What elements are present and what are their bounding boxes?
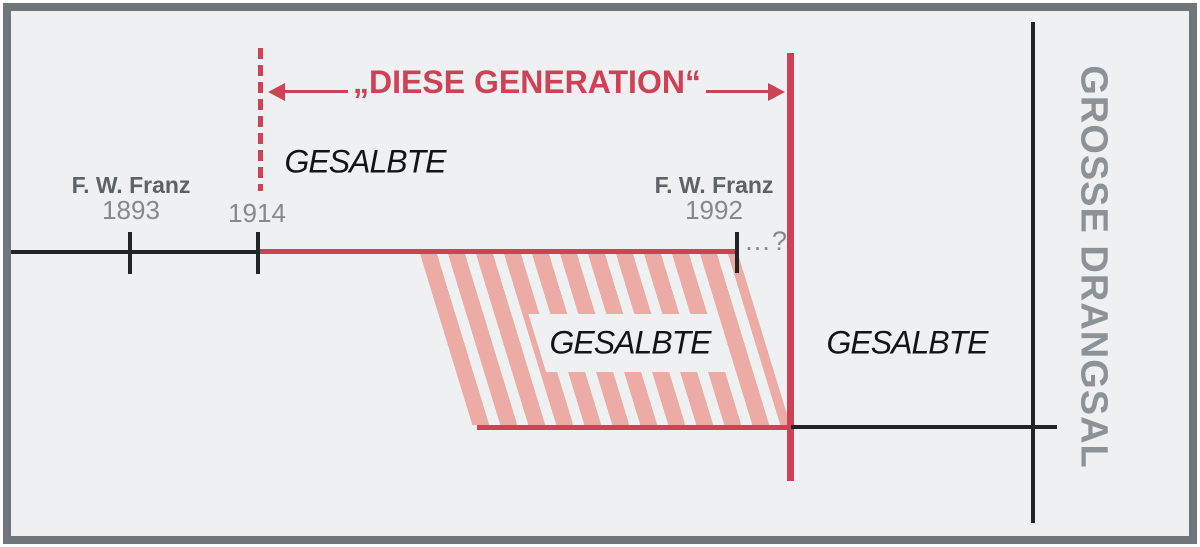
person-label-1893: F. W. Franz 1893	[31, 172, 231, 225]
tribulation-label: GROSSE DRANGSAL	[1072, 65, 1115, 469]
timeline-generation-segment	[260, 249, 738, 254]
anointed-label-first: GESALBTE	[284, 143, 447, 180]
arrow-shaft-right	[706, 90, 768, 93]
person-name: F. W. Franz	[654, 172, 774, 198]
tick-end-of-line	[735, 232, 739, 273]
arrow-right-icon	[768, 83, 785, 101]
arrow-shaft-left	[285, 90, 348, 93]
arrow-left-icon	[268, 83, 285, 101]
generation-end-line	[787, 53, 794, 481]
generation-title: „DIESE GENERATION“	[353, 64, 701, 100]
person-death-year: 1992	[685, 195, 743, 225]
person-name: F. W. Franz	[71, 172, 191, 198]
tribulation-line	[1031, 22, 1035, 523]
tick-1893	[128, 232, 132, 274]
person-birth-year: 1893	[102, 195, 160, 225]
timeline-past-segment	[11, 250, 260, 254]
year-1914-dashed-line	[258, 48, 263, 191]
person-label-1992: F. W. Franz 1992	[614, 172, 814, 225]
anointed-label-second: GESALBTE	[549, 324, 712, 361]
tribulation-baseline	[791, 425, 1057, 429]
year-1914-label: 1914	[228, 198, 286, 228]
timeline-continuation-label: …?	[744, 226, 789, 256]
anointed-label-third: GESALBTE	[826, 324, 989, 361]
tick-1914	[256, 232, 260, 274]
anointed-underline	[477, 425, 791, 430]
